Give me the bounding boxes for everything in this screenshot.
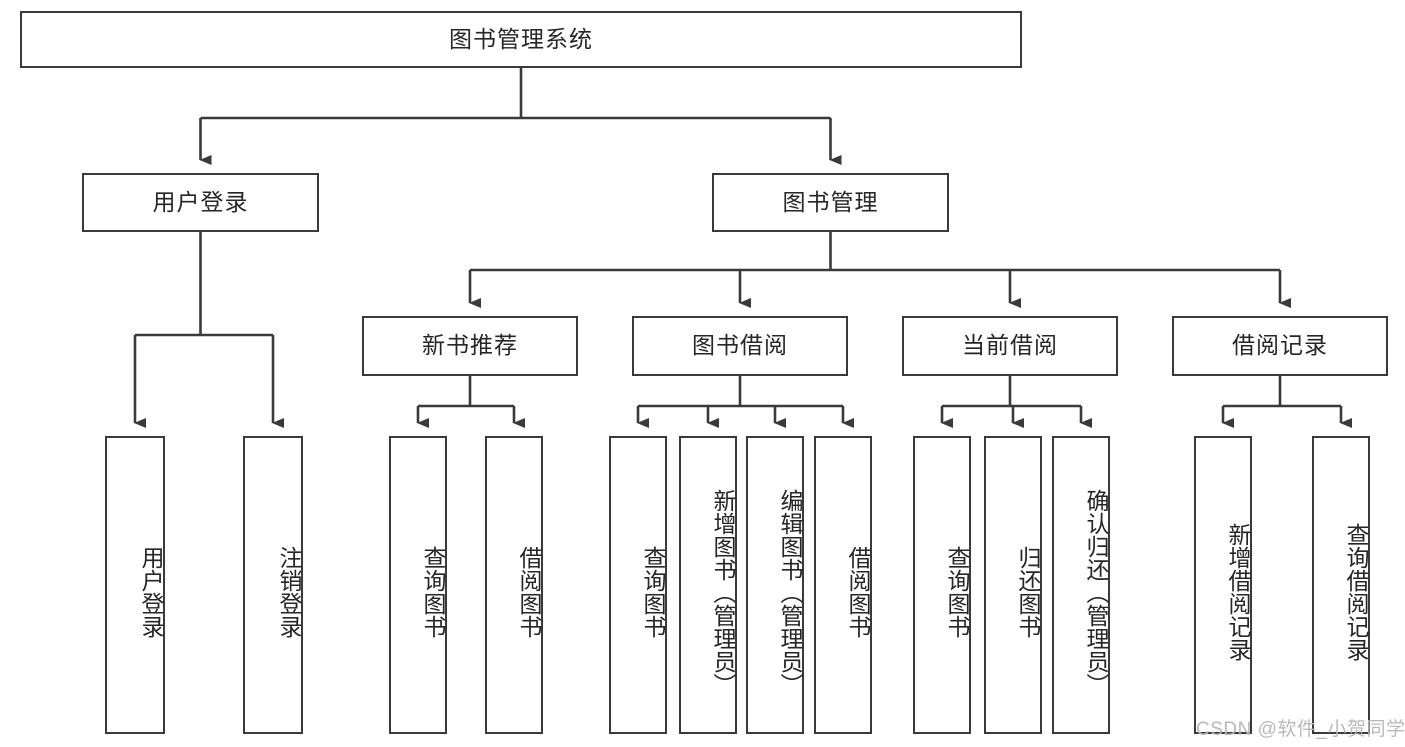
- node-label: 新增借阅记录: [1225, 523, 1251, 661]
- leaf-node-node-12-查询借阅记录: 查询借阅记录: [1312, 436, 1370, 734]
- node-label: 用户登录: [138, 546, 164, 638]
- node-label: 查询借阅记录: [1343, 523, 1369, 661]
- leaf-node-node-6-编辑图书管理员: 编辑图书（管理员）: [746, 436, 804, 734]
- leaf-node-node-8-查询图书: 查询图书: [913, 436, 971, 734]
- node-label: 用户登录: [152, 188, 249, 215]
- node-label: 编辑图书（管理员）: [777, 488, 803, 696]
- node-label: 确认归还（管理员）: [1083, 488, 1109, 696]
- node-label: 查询图书: [944, 546, 970, 638]
- leaf-node-node-10-确认归还管理员: 确认归还（管理员）: [1052, 436, 1110, 734]
- leaf-node-node-3-借阅图书: 借阅图书: [485, 436, 543, 734]
- leaf-node-node-9-归还图书: 归还图书: [984, 436, 1042, 734]
- leaf-node-node-1-注销登录: 注销登录: [243, 436, 303, 734]
- node-label: 图书管理: [782, 188, 879, 215]
- leaf-node-node-7-借阅图书: 借阅图书: [814, 436, 872, 734]
- csdn-watermark: CSDN @软件_小贺同学: [1196, 719, 1405, 740]
- leaf-node-node-5-新增图书管理员: 新增图书（管理员）: [679, 436, 737, 734]
- category-node-node-3-借阅记录: 借阅记录: [1172, 316, 1388, 376]
- leaf-node-node-4-查询图书: 查询图书: [609, 436, 667, 734]
- node-label: 查询图书: [640, 546, 666, 638]
- category-node-node-0-新书推荐: 新书推荐: [362, 316, 578, 376]
- node-label: 图书管理系统: [449, 25, 593, 52]
- branch-node-node-0-用户登录: 用户登录: [82, 173, 319, 232]
- node-label: 借阅记录: [1232, 332, 1328, 359]
- leaf-node-node-0-用户登录: 用户登录: [105, 436, 165, 734]
- node-label: 新书推荐: [422, 332, 518, 359]
- category-node-node-1-图书借阅: 图书借阅: [632, 316, 848, 376]
- root-node-node-0-图书管理系统: 图书管理系统: [20, 11, 1022, 68]
- node-label: 图书借阅: [692, 332, 788, 359]
- category-node-node-2-当前借阅: 当前借阅: [902, 316, 1118, 376]
- node-label: 当前借阅: [962, 332, 1058, 359]
- leaf-node-node-11-新增借阅记录: 新增借阅记录: [1194, 436, 1252, 734]
- node-label: 借阅图书: [845, 546, 871, 638]
- node-label: 归还图书: [1015, 546, 1041, 638]
- node-label: 注销登录: [276, 546, 302, 638]
- node-label: 查询图书: [420, 546, 446, 638]
- node-label: 借阅图书: [516, 546, 542, 638]
- branch-node-node-1-图书管理: 图书管理: [712, 173, 949, 232]
- node-label: 新增图书（管理员）: [710, 488, 736, 696]
- leaf-node-node-2-查询图书: 查询图书: [389, 436, 447, 734]
